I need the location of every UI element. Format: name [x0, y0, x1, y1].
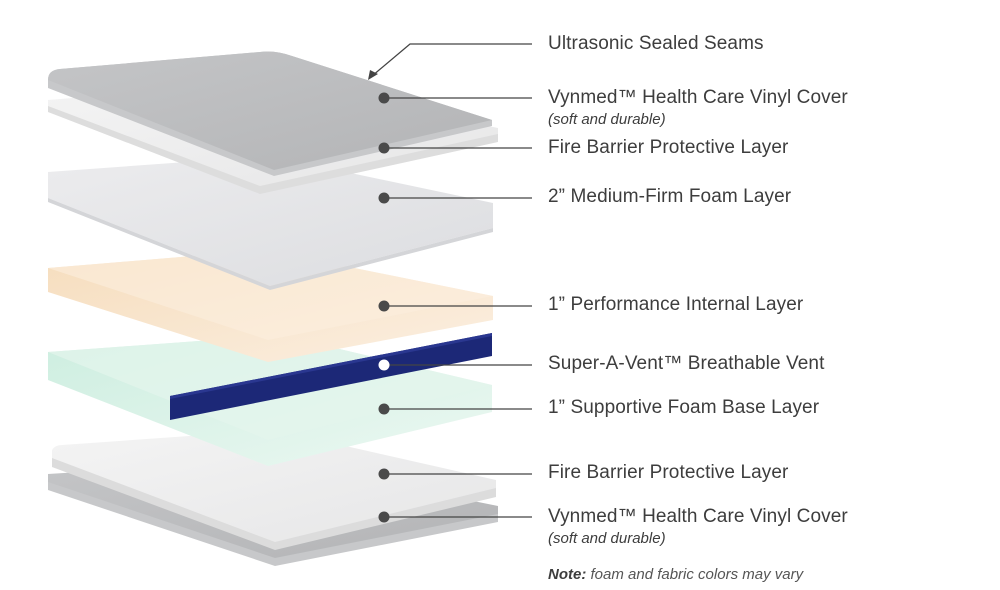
label-performance: 1” Performance Internal Layer — [548, 294, 804, 315]
note-prefix: Note: — [548, 566, 587, 583]
dot-top-cover — [378, 92, 390, 104]
label-bottom-cover: Vynmed™ Health Care Vinyl Cover — [548, 506, 848, 527]
performance-internal-layer — [48, 250, 493, 362]
label-support: 1” Supportive Foam Base Layer — [548, 397, 820, 418]
label-bottom-cover-note: (soft and durable) — [548, 530, 666, 547]
dot-top-fire — [378, 142, 390, 154]
leader-seams — [371, 43, 532, 77]
color-note: Note: foam and fabric colors may vary — [548, 566, 803, 583]
leader-dots — [378, 92, 390, 523]
label-seams: Ultrasonic Sealed Seams — [548, 33, 764, 54]
dot-performance — [378, 300, 390, 312]
dot-bottom-cover — [378, 511, 390, 523]
dot-support — [378, 403, 390, 415]
label-top-cover-note: (soft and durable) — [548, 111, 666, 128]
label-top-cover: Vynmed™ Health Care Vinyl Cover — [548, 87, 848, 108]
dot-vent — [378, 359, 390, 371]
dot-foam — [378, 192, 390, 204]
breathable-vent — [170, 333, 492, 420]
label-bottom-fire: Fire Barrier Protective Layer — [548, 462, 789, 483]
label-vent: Super-A-Vent™ Breathable Vent — [548, 353, 825, 374]
medium-firm-foam-layer — [48, 156, 493, 290]
dot-bottom-fire — [378, 468, 390, 480]
leader-lines — [371, 43, 532, 518]
note-text: foam and fabric colors may vary — [586, 566, 804, 583]
arrowhead-icon — [368, 70, 378, 80]
label-foam: 2” Medium-Firm Foam Layer — [548, 186, 792, 207]
label-top-fire: Fire Barrier Protective Layer — [548, 137, 789, 158]
